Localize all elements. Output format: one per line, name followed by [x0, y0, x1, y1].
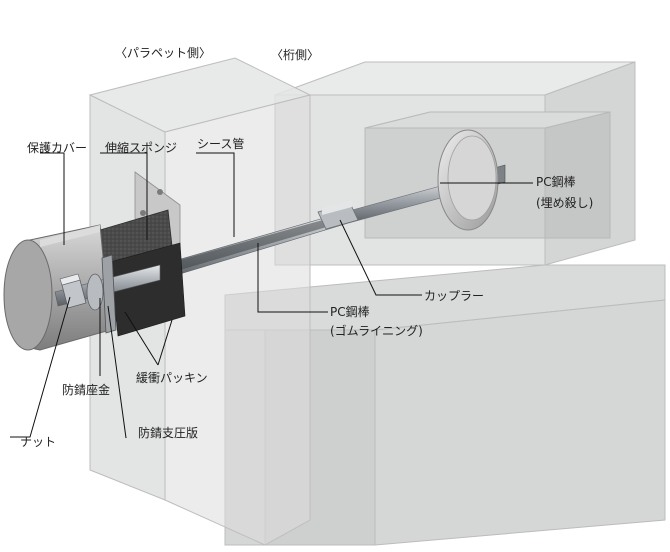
label-nut: ナット [20, 435, 56, 449]
label-protective-cover: 保護カバー [27, 140, 87, 155]
coupler [317, 200, 359, 230]
protective-cover [3, 224, 111, 351]
rustproof-washer [86, 273, 104, 311]
label-coupler: カップラー [424, 289, 484, 303]
label-pc-bar-embedded-2: (埋め殺し) [536, 196, 593, 210]
anchor-plate-disk [437, 129, 499, 231]
label-rustproof-washer: 防錆座金 [62, 382, 110, 397]
label-stretch-sponge: 伸縮スポンジ [105, 140, 177, 155]
label-pc-bar-rubber-1: PC鋼棒 [330, 305, 370, 319]
labels: 〈パラペット側〉 〈桁側〉 保護カバー 伸縮スポンジ シース管 PC鋼棒 (埋め… [20, 46, 593, 449]
label-pc-bar-embedded-1: PC鋼棒 [536, 175, 576, 189]
label-pc-bar-rubber-2: (ゴムライニング) [330, 323, 423, 338]
label-girder-side: 〈桁側〉 [271, 48, 319, 62]
label-sheath-pipe: シース管 [197, 136, 244, 151]
label-buffer-packing: 緩衝パッキン [136, 371, 208, 385]
rustproof-bearing-plate [101, 254, 117, 334]
label-rustproof-bearing-plate: 防錆支圧版 [138, 425, 198, 440]
leader-lines [10, 152, 533, 439]
nut [59, 273, 87, 309]
label-parapet-side: 〈パラペット側〉 [115, 46, 211, 60]
